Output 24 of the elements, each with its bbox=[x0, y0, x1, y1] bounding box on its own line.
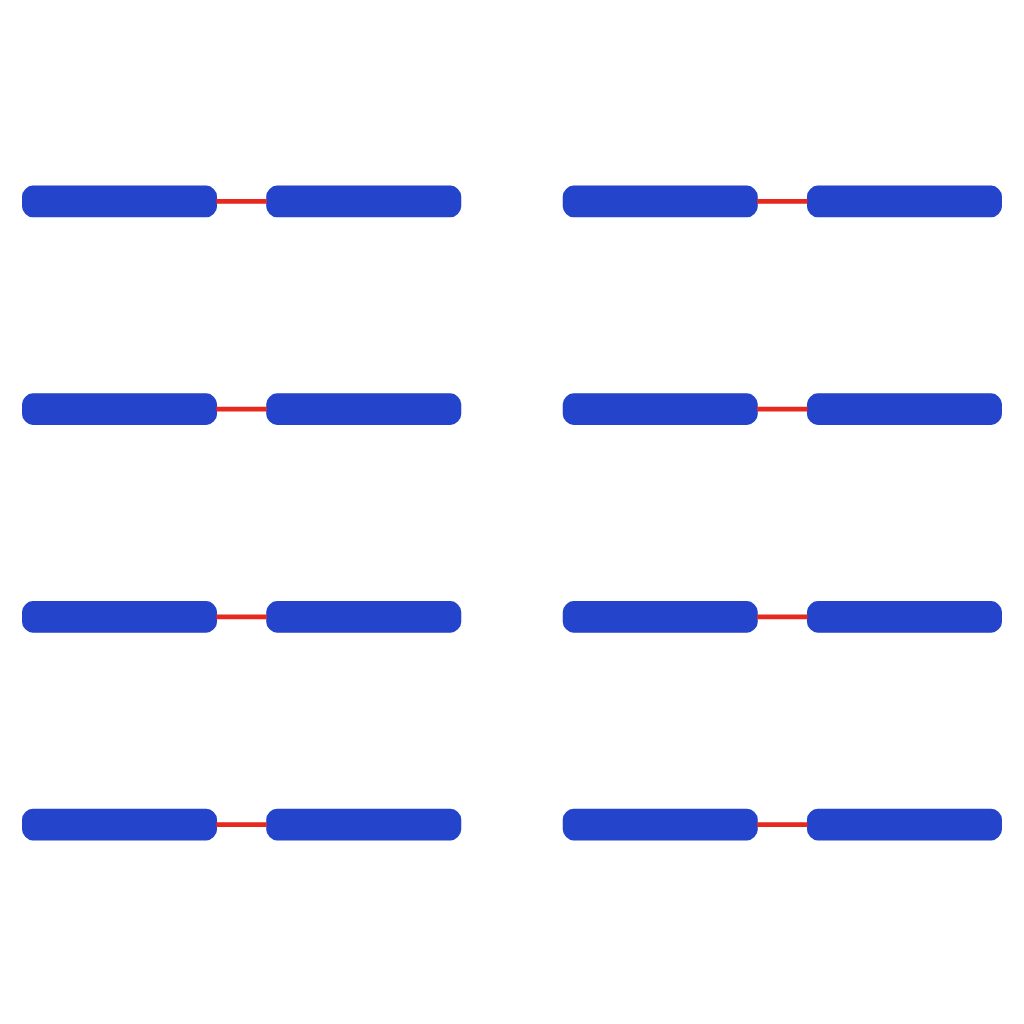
node-bar bbox=[562, 600, 758, 632]
node-bar bbox=[562, 184, 758, 217]
node-bar bbox=[22, 392, 218, 424]
node-bar bbox=[22, 184, 218, 217]
connector bbox=[757, 198, 808, 203]
node-bar bbox=[266, 184, 462, 217]
node-bar bbox=[22, 600, 218, 632]
connector bbox=[216, 405, 267, 411]
node-bar bbox=[266, 600, 462, 632]
connector bbox=[216, 821, 267, 826]
node-bar bbox=[22, 807, 218, 840]
node-bar bbox=[266, 807, 462, 840]
node-bar bbox=[562, 807, 758, 840]
node-bar bbox=[806, 184, 1002, 217]
connector bbox=[757, 821, 808, 826]
connector bbox=[757, 405, 808, 411]
connector bbox=[216, 613, 267, 619]
node-bar bbox=[562, 392, 758, 424]
node-bar bbox=[806, 600, 1002, 632]
connector bbox=[216, 198, 267, 203]
node-bar bbox=[806, 392, 1002, 424]
node-bar bbox=[806, 807, 1002, 840]
connector bbox=[757, 613, 808, 619]
node-bar bbox=[266, 392, 462, 424]
